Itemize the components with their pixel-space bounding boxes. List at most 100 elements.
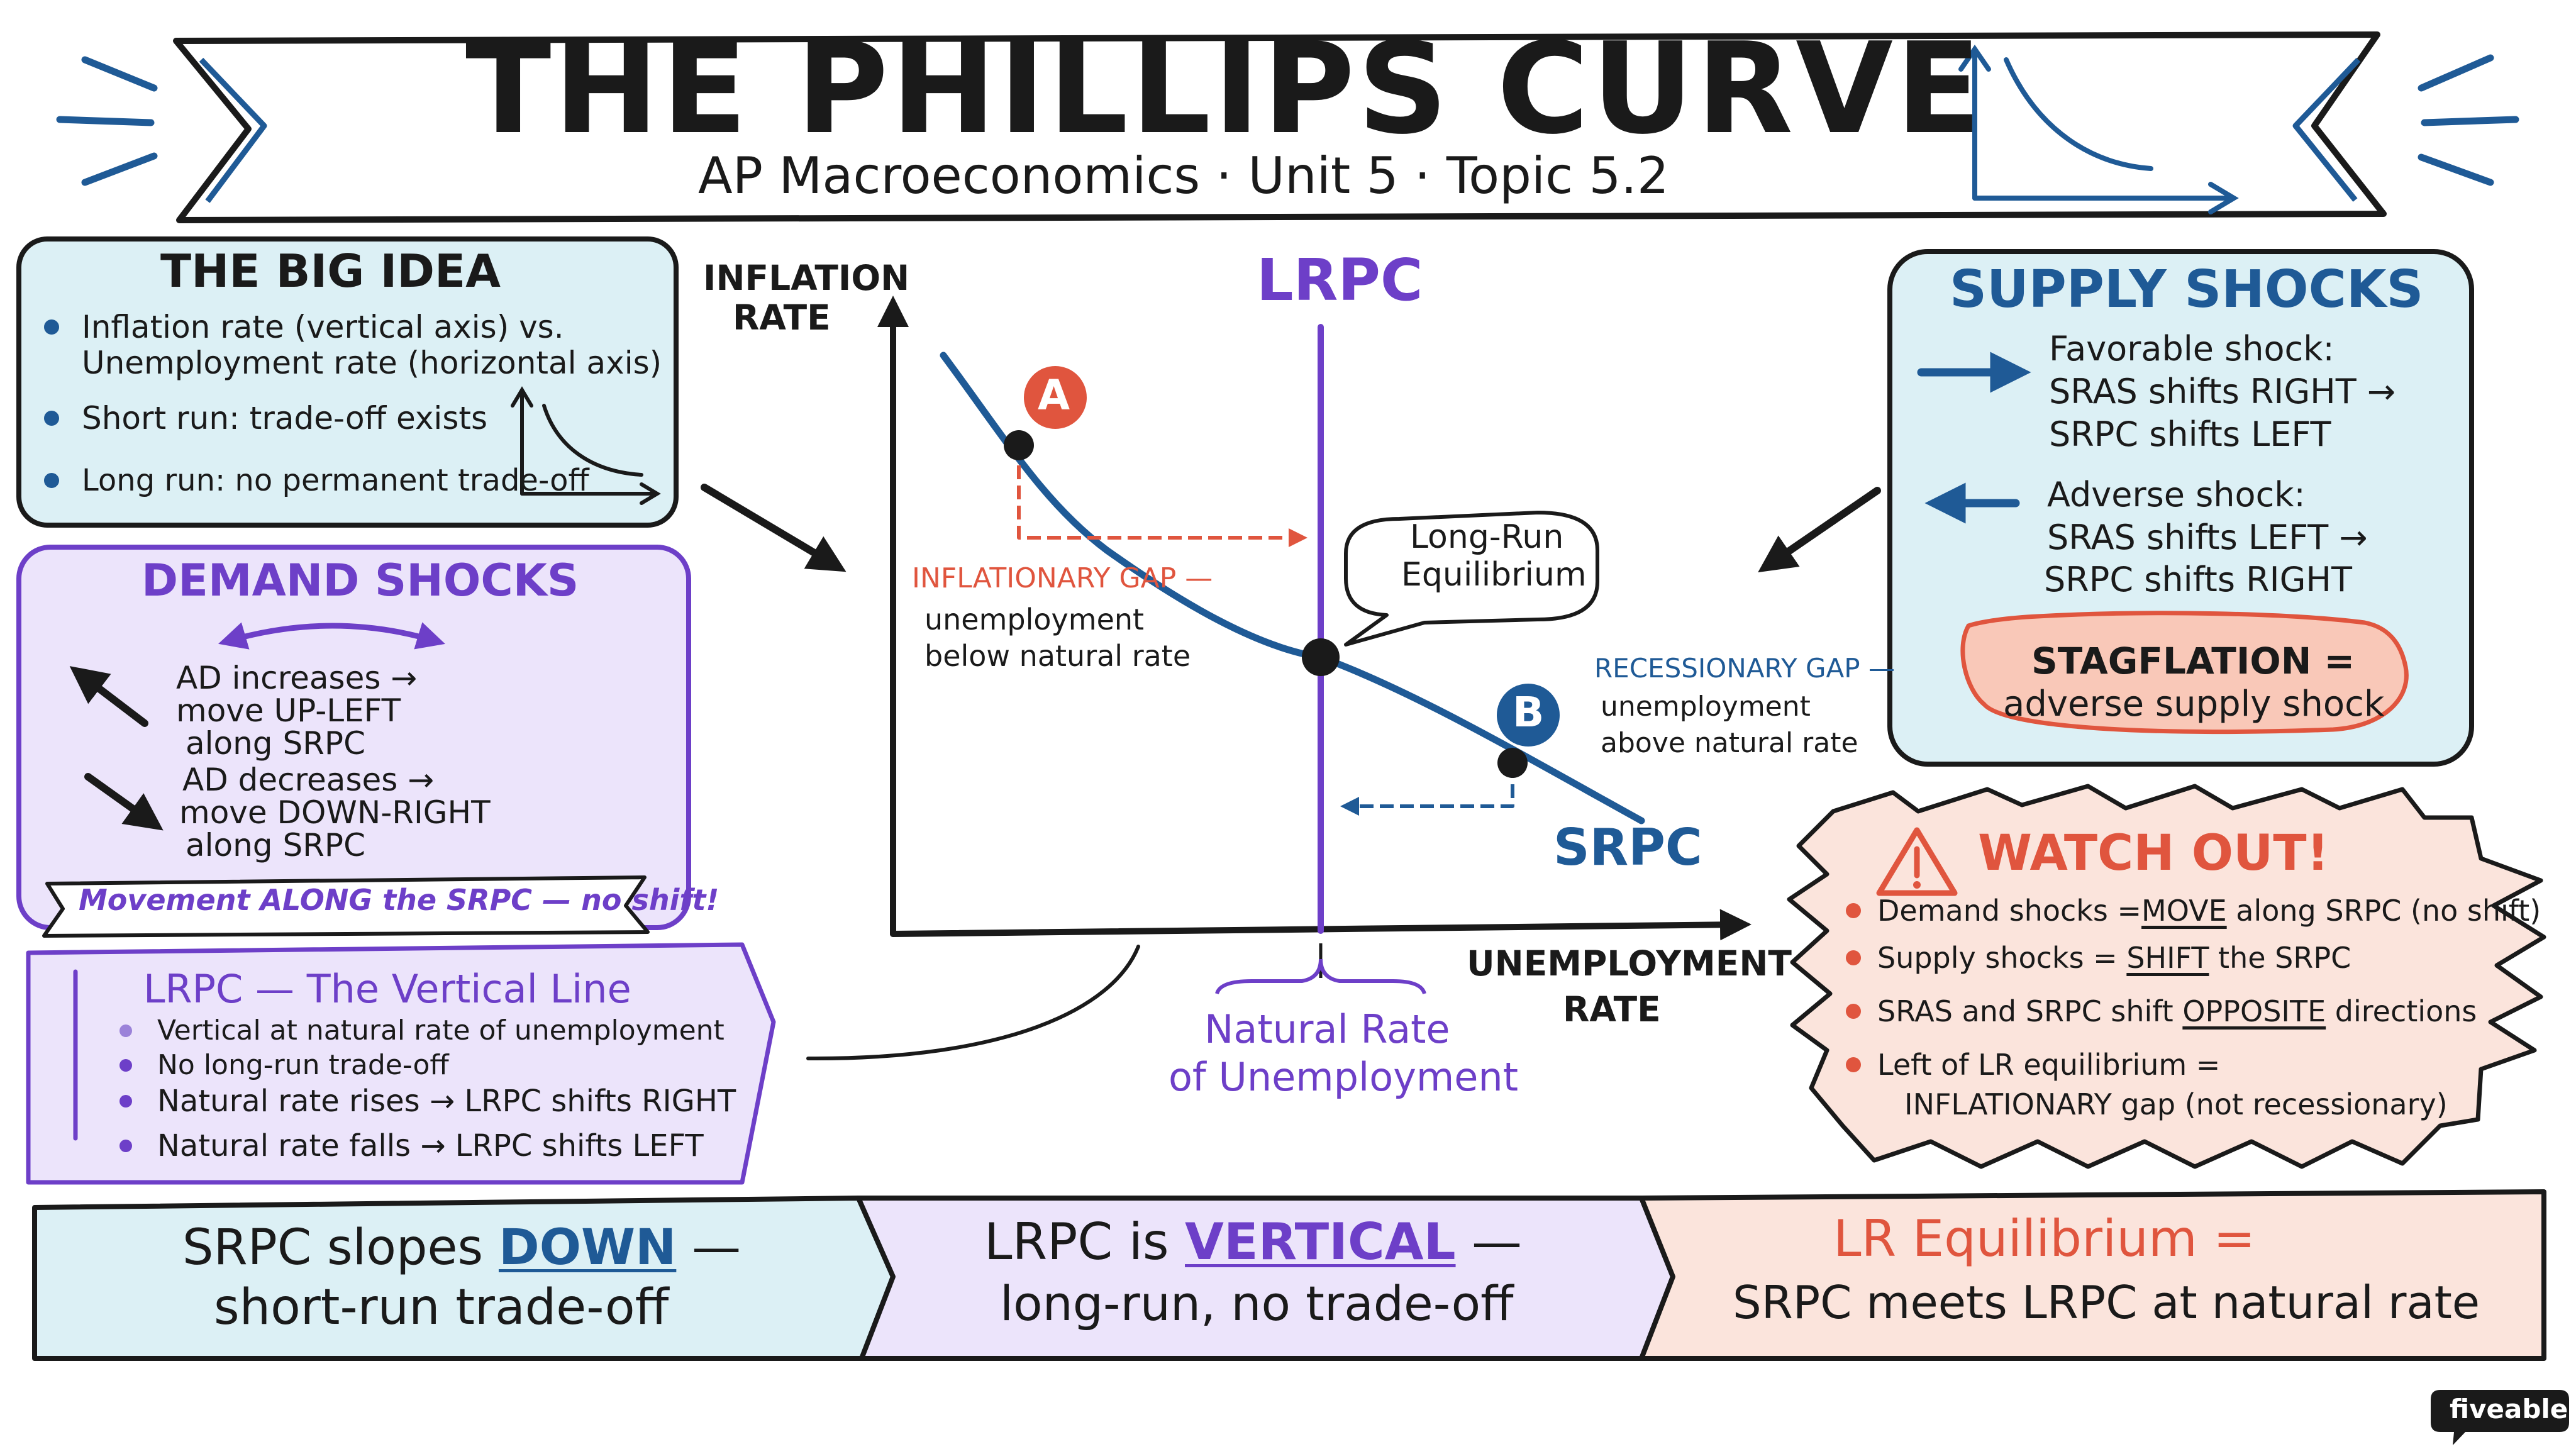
watch-out-panel <box>1787 784 2546 1169</box>
srpc-curve <box>940 352 1645 824</box>
lrpc-is-post: — <box>1455 1213 1522 1271</box>
bullet-dot <box>1846 950 1861 965</box>
lrpc-is-emphasis: VERTICAL <box>1185 1213 1456 1271</box>
big-idea-bullet-3: Long run: no permanent trade-off <box>44 465 589 496</box>
bullet-dot <box>119 1024 132 1037</box>
inflationary-gap-line3: below natural rate <box>924 639 1191 673</box>
recessionary-gap-arrow <box>1340 764 1514 816</box>
favorable-shock-line1: Favorable shock: <box>2049 329 2334 369</box>
bullet-dot <box>44 411 59 426</box>
bullet-dot <box>119 1059 132 1072</box>
bottom-box-equilibrium <box>1639 1189 2546 1361</box>
srpc-slopes-post: — <box>676 1219 741 1276</box>
big-idea-title: THE BIG IDEA <box>160 245 501 297</box>
lrpc-item-1-text: Vertical at natural rate of unemployment <box>157 1014 724 1046</box>
lrpc-is-pre: LRPC is <box>984 1213 1185 1271</box>
watch-out-item-4: Left of LR equilibrium = <box>1846 1050 2220 1079</box>
arrow-down-right <box>84 773 164 831</box>
recessionary-gap-line3: above natural rate <box>1601 727 1858 759</box>
ad-decrease-line1: AD decreases → <box>182 762 435 798</box>
ad-decrease-line3: along SRPC <box>186 827 365 863</box>
watch-out-item-4-line1: Left of LR equilibrium = <box>1877 1048 2221 1082</box>
watch-out-item-1-emphasis: MOVE <box>2141 894 2227 928</box>
lrpc-item-4: Natural rate falls → LRPC shifts LEFT <box>119 1131 704 1161</box>
favorable-shock-line3: SRPC shifts LEFT <box>2049 414 2331 454</box>
bottom-box-srpc-line2: short-run trade-off <box>214 1279 669 1336</box>
left-burst-lines <box>56 56 158 186</box>
watch-out-item-1-pre: Demand shocks = <box>1877 894 2142 928</box>
bigidea-to-graph-arrow <box>701 484 847 572</box>
watch-out-item-4-line2: INFLATIONARY gap (not recessionary) <box>1904 1087 2448 1121</box>
brand-logo: fiveable <box>2450 1394 2568 1424</box>
point-b-label: B <box>1513 688 1545 736</box>
big-idea-bullet-1: Inflation rate (vertical axis) vs. <box>44 311 564 343</box>
ad-decrease-line2: move DOWN-RIGHT <box>179 794 491 831</box>
bottom-box-srpc-line1: SRPC slopes DOWN — <box>182 1223 741 1272</box>
big-idea-bullet-2: Short run: trade-off exists <box>44 402 487 434</box>
header-banner <box>56 31 2519 223</box>
lrpc-item-4-text: Natural rate falls → LRPC shifts LEFT <box>157 1128 704 1163</box>
lrpc-item-3-text: Natural rate rises → LRPC shifts RIGHT <box>157 1084 736 1119</box>
watch-out-item-3: SRAS and SRPC shift OPPOSITE directions <box>1846 997 2477 1026</box>
recessionary-gap-line2: unemployment <box>1601 691 1811 723</box>
bottom-box-equilibrium-line2: SRPC meets LRPC at natural rate <box>1733 1276 2480 1329</box>
double-headed-arrow <box>218 622 445 650</box>
bullet-dot <box>44 319 59 335</box>
natural-rate-label-line2: of Unemployment <box>1169 1054 1519 1100</box>
lrpc-item-2: No long-run trade-off <box>119 1052 449 1079</box>
ad-increase-line3: along SRPC <box>186 725 365 762</box>
bottom-box-lrpc-line2: long-run, no trade-off <box>1000 1275 1514 1331</box>
point-b-dot <box>1497 748 1528 778</box>
watch-out-item-3-emphasis: OPPOSITE <box>2182 994 2326 1028</box>
favorable-shock-line2: SRAS shifts RIGHT → <box>2049 372 2396 411</box>
right-burst-lines <box>2418 54 2519 186</box>
movement-banner-shape <box>42 875 650 938</box>
x-axis-label-line2: RATE <box>1563 989 1661 1030</box>
point-a-badge <box>1024 366 1087 429</box>
recessionary-gap-title: RECESSIONARY GAP — <box>1594 653 1895 684</box>
mini-curve-icon <box>511 386 661 505</box>
equilibrium-bubble-line2: Equilibrium <box>1401 556 1587 594</box>
bullet-dot <box>44 473 59 488</box>
adverse-shock-line1: Adverse shock: <box>2047 475 2306 514</box>
movement-banner: Movement ALONG the SRPC — no shift! <box>79 883 719 917</box>
y-axis-label-line1: INFLATION <box>703 258 910 298</box>
brand-badge <box>2431 1390 2569 1445</box>
warning-icon <box>1876 827 1958 896</box>
page-title: THE PHILLIPS CURVE <box>465 16 1984 162</box>
stagflation-line2: adverse supply shock <box>2003 684 2385 724</box>
stagflation-cloud <box>1960 611 2409 735</box>
inflationary-gap-title: INFLATIONARY GAP — <box>912 562 1213 594</box>
equilibrium-bubble <box>1344 511 1599 647</box>
supply-to-graph-arrow <box>1758 487 1881 573</box>
bullet-dot <box>1846 1004 1861 1019</box>
srpc-label: SRPC <box>1553 818 1702 877</box>
arrow-up-left <box>69 666 148 727</box>
point-a-dot <box>1004 430 1034 460</box>
supply-shocks-title: SUPPLY SHOCKS <box>1950 260 2424 319</box>
big-idea-bullet-2-text: Short run: trade-off exists <box>82 400 488 436</box>
bottom-box-lrpc-line1: LRPC is VERTICAL — <box>984 1217 1522 1267</box>
adverse-shock-line3: SRPC shifts RIGHT <box>2044 560 2353 599</box>
y-axis-label-line2: RATE <box>733 297 831 338</box>
equilibrium-dot <box>1302 638 1340 676</box>
watch-out-item-3-post: directions <box>2326 994 2477 1028</box>
lrpc-item-3: Natural rate rises → LRPC shifts RIGHT <box>119 1086 736 1116</box>
watch-out-item-1: Demand shocks = MOVE along SRPC (no shif… <box>1846 896 2541 925</box>
bullet-dot <box>1846 1057 1861 1072</box>
natural-rate-label-line1: Natural Rate <box>1204 1006 1450 1052</box>
watch-out-item-1-post: along SRPC (no shift) <box>2226 894 2541 928</box>
ad-increase-line2: move UP-LEFT <box>176 692 401 729</box>
big-idea-bullet-3-text: Long run: no permanent trade-off <box>82 463 589 498</box>
watch-out-title: WATCH OUT! <box>1978 825 2329 882</box>
point-a-label: A <box>1038 371 1070 419</box>
lrpc-item-1: Vertical at natural rate of unemployment <box>119 1017 724 1045</box>
mini-phillips-curve-icon <box>1958 44 2239 214</box>
x-axis-label-line1: UNEMPLOYMENT <box>1467 943 1792 984</box>
watch-out-item-2-pre: Supply shocks = <box>1877 941 2127 975</box>
watch-out-item-2-post: the SRPC <box>2209 941 2351 975</box>
watch-out-item-2: Supply shocks = SHIFT the SRPC <box>1846 943 2351 972</box>
lrpc-box-title: LRPC — The Vertical Line <box>143 966 631 1012</box>
